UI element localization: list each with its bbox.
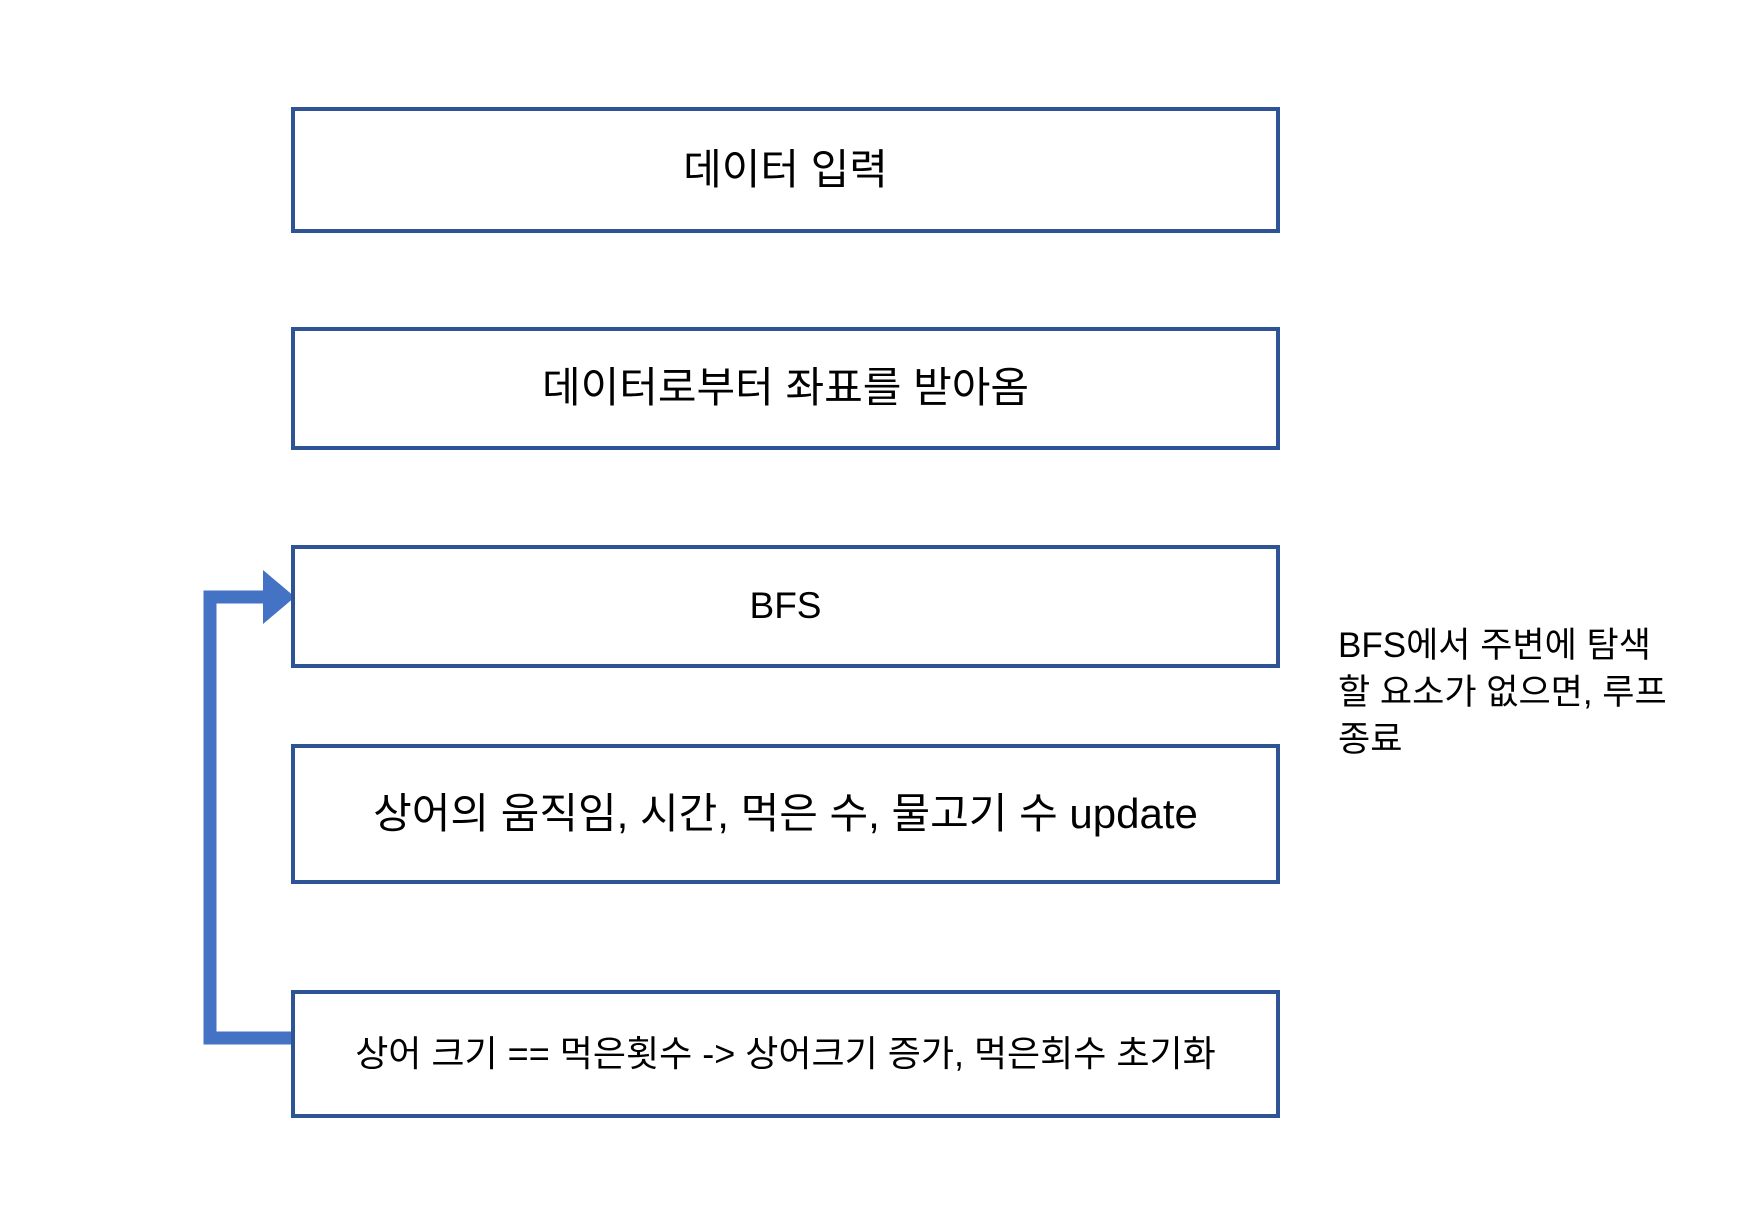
loop-back-arrow-line bbox=[203, 590, 293, 1045]
loop-exit-annotation: BFS에서 주변에 탐색할 요소가 없으면, 루프 종료 bbox=[1338, 626, 1667, 759]
flow-node-update[interactable]: 상어의 움직임, 시간, 먹은 수, 물고기 수 update bbox=[291, 744, 1280, 884]
flow-node-grow-label: 상어 크기 == 먹은횟수 -> 상어크기 증가, 먹은회수 초기화 bbox=[355, 1033, 1216, 1075]
flow-node-input-label: 데이터 입력 bbox=[683, 145, 888, 193]
flow-node-coords[interactable]: 데이터로부터 좌표를 받아옴 bbox=[291, 327, 1280, 450]
flow-node-grow[interactable]: 상어 크기 == 먹은횟수 -> 상어크기 증가, 먹은회수 초기화 bbox=[291, 990, 1280, 1118]
flow-node-bfs-label: BFS bbox=[749, 585, 822, 627]
flow-node-coords-label: 데이터로부터 좌표를 받아옴 bbox=[541, 364, 1030, 412]
flow-node-input[interactable]: 데이터 입력 bbox=[291, 107, 1280, 233]
flow-node-bfs[interactable]: BFS bbox=[291, 545, 1280, 668]
flow-node-update-label: 상어의 움직임, 시간, 먹은 수, 물고기 수 update bbox=[373, 789, 1198, 837]
